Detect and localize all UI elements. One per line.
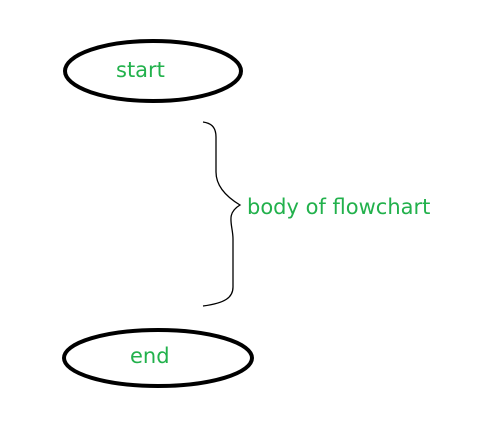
body-brace	[202, 121, 242, 307]
body-of-flowchart-label: body of flowchart	[247, 195, 431, 219]
start-label: start	[116, 58, 165, 82]
end-label: end	[130, 344, 170, 368]
start-terminal-shape	[63, 39, 243, 103]
end-terminal-shape	[62, 328, 254, 388]
